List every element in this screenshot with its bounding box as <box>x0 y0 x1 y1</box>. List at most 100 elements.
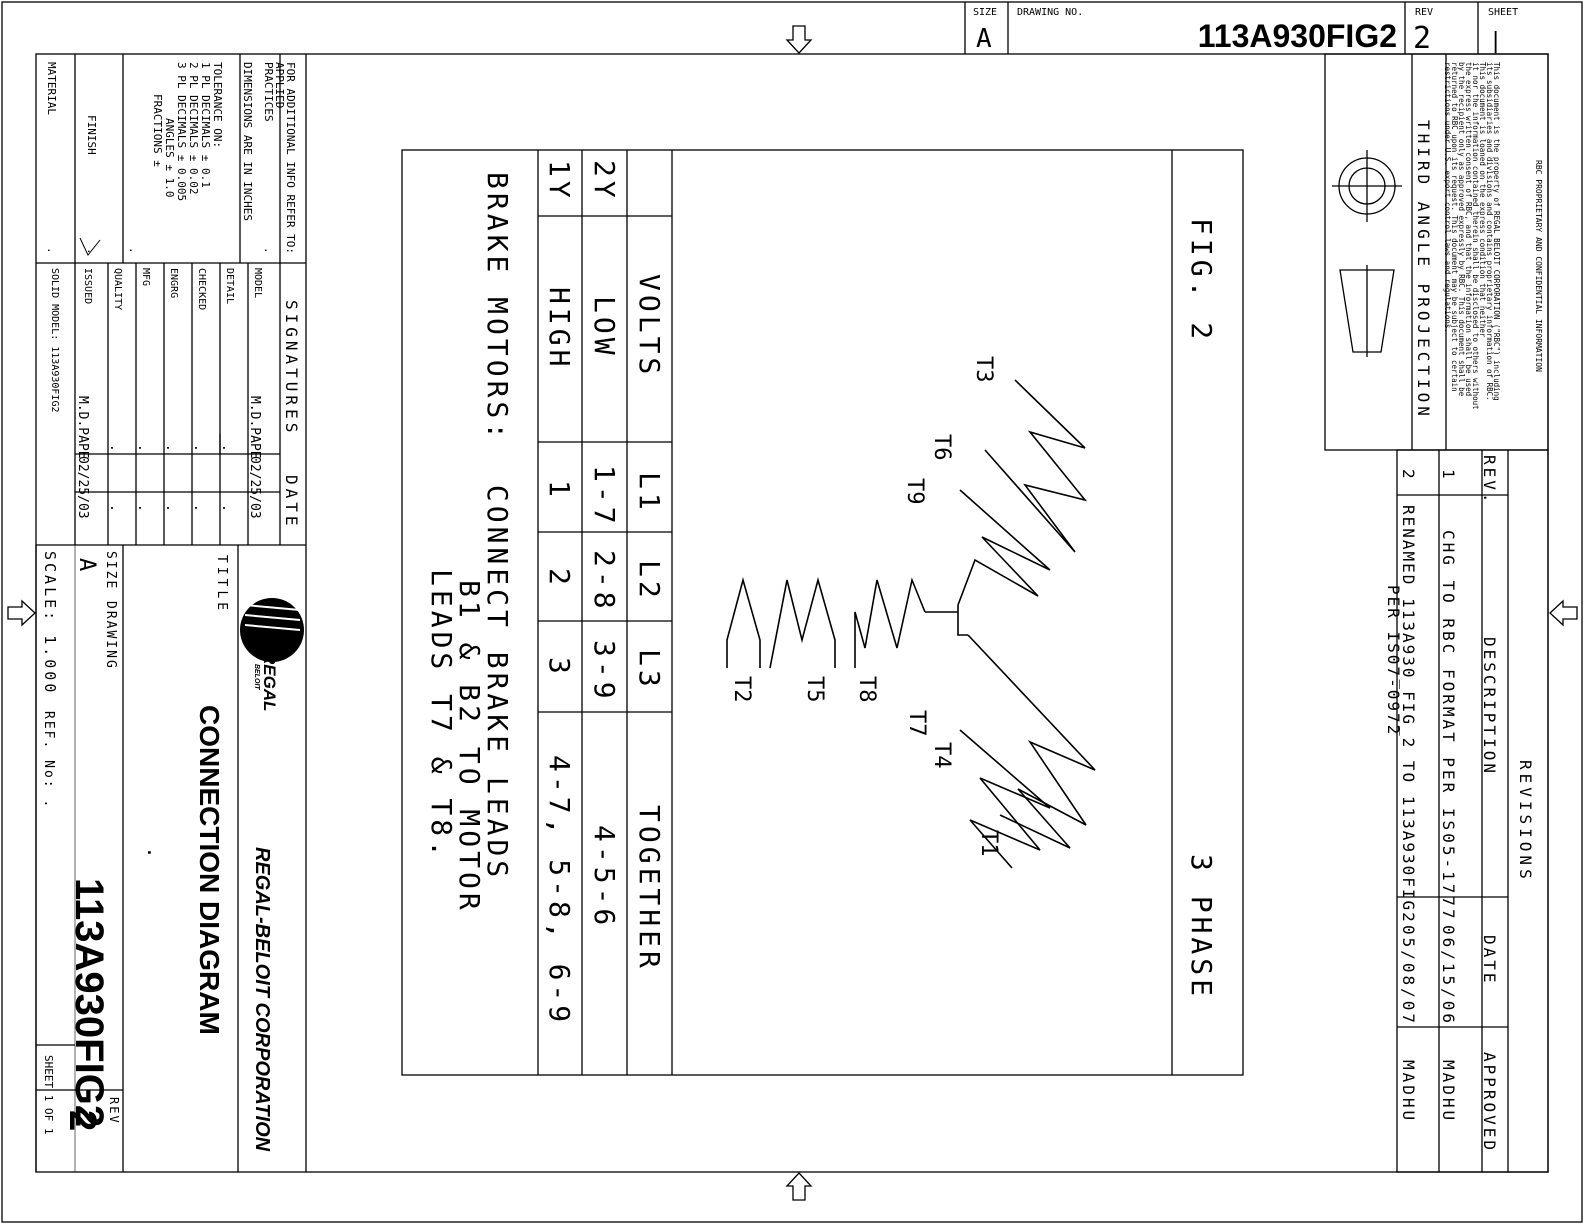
third-angle-projection: THIRD ANGLE PROJECTION <box>1414 120 1433 420</box>
volts-value: HIGH <box>543 287 576 370</box>
header-sheet-label: SHEET <box>1488 7 1518 18</box>
signature-name: . <box>163 444 178 452</box>
terminal-label: T8 <box>854 676 879 703</box>
proprietary-line: This document is the property of REGAL B… <box>1492 62 1501 401</box>
signature-date: 02/25/03 <box>75 456 90 519</box>
description-header: DESCRIPTION <box>1480 637 1499 776</box>
proprietary-block: RBC PROPRIETARY AND CONFIDENTIAL INFORMA… <box>1324 53 1549 451</box>
signature-role: ENGRG <box>168 268 179 298</box>
approved-header: APPROVED <box>1480 1052 1499 1153</box>
tolerance-line: FRACTIONS ± <box>151 94 164 167</box>
arrow-top-icon <box>785 25 813 54</box>
signature-date: . <box>219 504 234 512</box>
drawing-title: CONNECTION DIAGRAM <box>194 705 225 1035</box>
title-size-label: SIZE <box>103 551 118 590</box>
info-line: PRACTICES <box>262 62 275 122</box>
terminal-label: T2 <box>729 676 754 703</box>
arrow-left-icon <box>7 599 36 627</box>
signature-role: DETAIL <box>224 268 235 304</box>
drawing-title-line2: . <box>144 850 164 855</box>
signature-date: . <box>135 504 150 512</box>
signature-role: MODEL <box>252 268 263 298</box>
tolerance-line: 2 PL DECIMALS ± 0.02 <box>187 62 200 194</box>
l3-header: L3 <box>633 649 666 691</box>
signature-row: ENGRG . . <box>163 268 179 512</box>
revision-rev: 1 <box>1439 469 1458 479</box>
brake-note: BRAKE MOTORS: CONNECT BRAKE LEADS B1 & B… <box>425 172 514 914</box>
signature-role: ISSUED <box>82 268 93 304</box>
tolerance-line: 3 PL DECIMALS ± 0.005 <box>175 62 188 201</box>
header-sheet-value: | <box>1489 29 1502 54</box>
revision-approved: MADHU <box>1439 1060 1458 1123</box>
title-block: FOR ADDITIONAL INFO REFER TO: APPLIED PR… <box>35 54 307 1172</box>
solid-model: SOLID MODEL: 113A930FIG2 <box>49 268 60 413</box>
volts-l3: 3-9 <box>588 640 621 703</box>
revision-row: 2 RENAMED 113A930_FIG_2 TO 113A930FIG2 P… <box>1384 469 1418 1123</box>
header-strip: SIZE A DRAWING NO. 113A930FIG2 REV 2 SHE… <box>964 2 1518 56</box>
signature-row: ISSUED M.D.PAPE 02/25/03 <box>75 268 93 519</box>
dimensions-note: DIMENSIONS ARE IN INCHES <box>241 62 254 221</box>
proprietary-line: returned to RBC upon its request. This d… <box>1450 62 1459 392</box>
coil-t6-t9 <box>957 489 1051 606</box>
proprietary-line: it nor the information contained therein… <box>1471 62 1480 410</box>
tolerance-line: ANGLES ± 1.0 <box>163 118 176 197</box>
regal-logo-icon <box>240 598 304 662</box>
signature-name: . <box>107 444 122 452</box>
terminal-label: T6 <box>929 434 954 461</box>
logo-text: REGAL <box>260 652 279 712</box>
signature-row: MFG . . <box>135 268 151 512</box>
logo-subtext: BELOIT <box>253 664 260 690</box>
proprietary-line: the express written consent of RBC, and … <box>1464 62 1473 396</box>
signature-name: M.D.PAPE <box>247 396 262 459</box>
header-rev-value: 2 <box>1413 21 1431 56</box>
revision-approved: MADHU <box>1399 1060 1418 1123</box>
sheet-label: SHEET 1 OF 1 <box>42 1055 55 1134</box>
signature-row: DETAIL . . <box>219 268 235 512</box>
revision-date: 05/08/07 <box>1399 925 1418 1026</box>
arrow-right-icon <box>1549 599 1578 627</box>
ref-label: REF. No: . <box>41 711 56 809</box>
title-drawing-label: DRAWING <box>103 601 118 670</box>
proprietary-line: its subsidiaries and divisions and conta… <box>1485 62 1494 401</box>
signature-role: CHECKED <box>196 268 207 310</box>
coil-t2 <box>726 576 761 668</box>
header-drawing-no-label: DRAWING NO. <box>1017 7 1083 18</box>
rev-header: REV. <box>1480 455 1499 506</box>
revision-row: 1 CHG TO RBC FORMAT PER IS05-1777 06/15/… <box>1439 469 1458 1123</box>
coil-t3 <box>984 379 1088 553</box>
finish-label: FINISH <box>85 115 98 155</box>
signature-row: CHECKED . . <box>191 268 207 512</box>
signatures-label: SIGNATURES <box>282 300 301 436</box>
terminal-label: T3 <box>971 356 996 383</box>
l2-header: L2 <box>633 560 666 602</box>
volts-l1: 1-7 <box>588 465 621 528</box>
info-line: APPLIED <box>273 62 286 108</box>
signature-date: . <box>191 504 206 512</box>
coil-t1 <box>967 634 1096 849</box>
brake-note-line: BRAKE MOTORS: CONNECT BRAKE LEADS <box>481 172 514 881</box>
revisions-title: REVISIONS <box>1516 760 1535 883</box>
header-drawing-no: 113A930FIG2 <box>1198 18 1397 54</box>
brake-note-line: B1 & B2 TO MOTOR <box>453 580 486 914</box>
signature-date: . <box>107 504 122 512</box>
tolerance-line: TOLERANCE ON: <box>211 62 224 148</box>
signature-name: . <box>219 444 234 452</box>
signature-name: . <box>135 444 150 452</box>
volts-row: 1Y HIGH 1 2 3 4-7, 5-8, 6-9 <box>543 160 576 1026</box>
info-line: FOR ADDITIONAL INFO REFER TO: <box>284 62 297 254</box>
title-size-value: A <box>74 558 99 571</box>
projection-cone-icon <box>1339 269 1395 353</box>
proprietary-line: by the recipient only as approved expres… <box>1457 62 1466 397</box>
date-label: DATE <box>282 475 301 530</box>
scale-label: SCALE: 1.000 <box>41 551 59 695</box>
volts-table: VOLTS L1 L2 L3 TOGETHER 2Y LOW 1-7 2-8 3… <box>537 150 673 1075</box>
terminal-label: T7 <box>904 710 929 737</box>
signature-role: MFG <box>140 268 151 286</box>
header-size-value: A <box>976 24 992 54</box>
header-size-label: SIZE <box>973 7 997 18</box>
volts-code: 2Y <box>588 160 621 202</box>
coil-t5 <box>769 576 836 669</box>
volts-l1: 1 <box>543 480 576 501</box>
fig-label: FIG. 2 <box>1185 218 1218 343</box>
